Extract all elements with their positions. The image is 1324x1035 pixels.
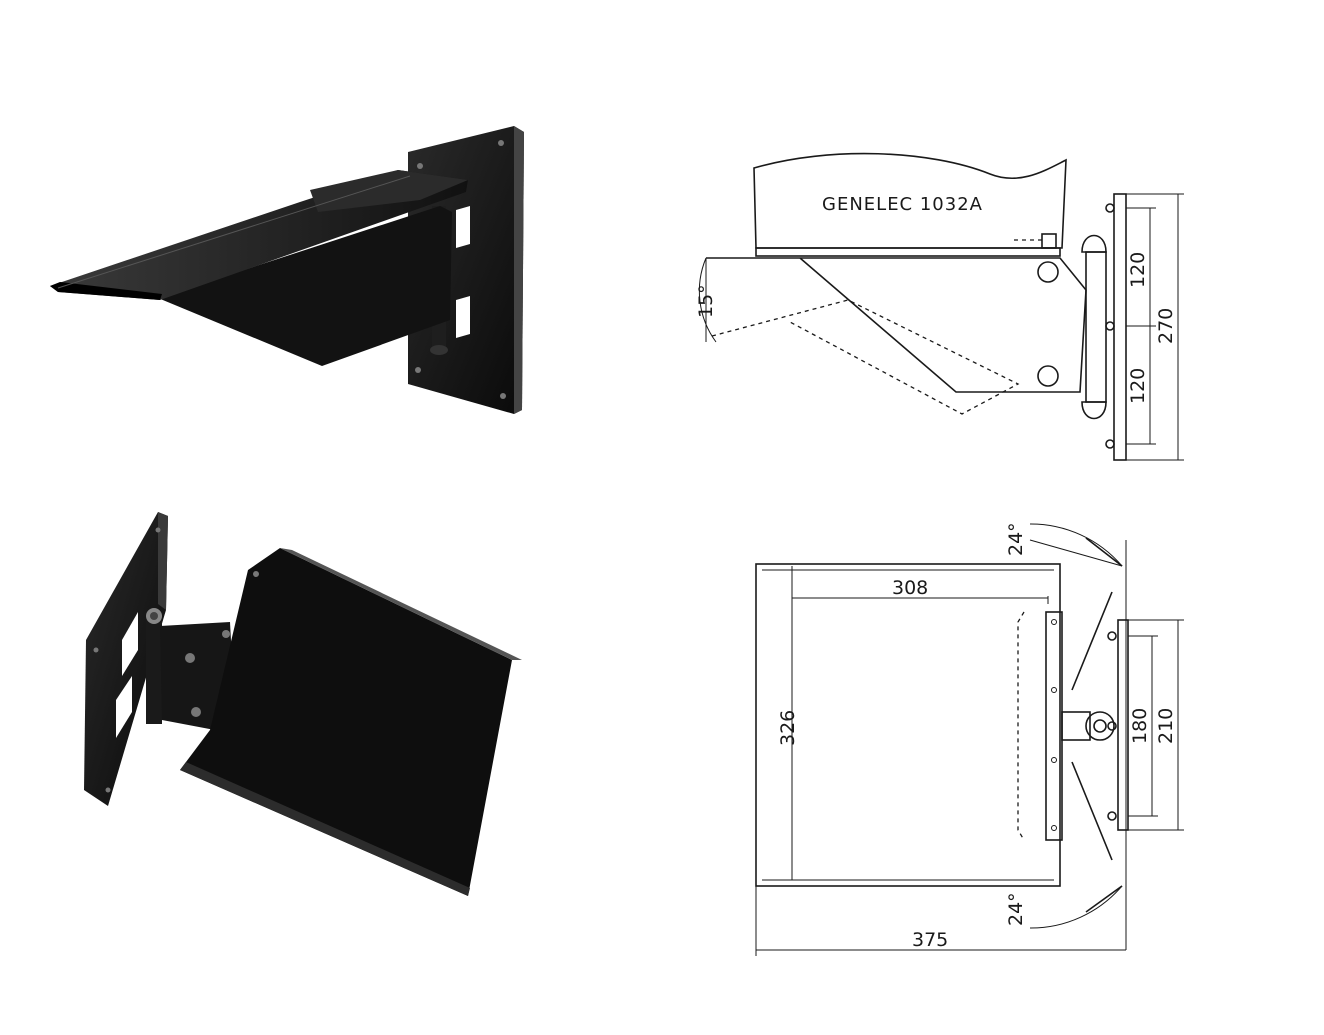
dim-total-label: 270 <box>1155 308 1177 344</box>
bracket-photo-top <box>84 512 522 896</box>
dim-inner-plate-label: 180 <box>1129 708 1151 744</box>
speaker-model-label: GENELEC 1032A <box>822 194 983 215</box>
angle-top-label: 24° <box>1005 522 1027 556</box>
tilt-angle-label: 15° <box>695 284 717 318</box>
dim-upper-label: 120 <box>1127 252 1149 288</box>
angle-bottom-label: 24° <box>1005 892 1027 926</box>
dim-inner-width-label: 308 <box>892 577 928 599</box>
dim-lower-label: 120 <box>1127 368 1149 404</box>
bracket-photo-side <box>50 126 524 414</box>
top-view-drawing: 24° 24° 308 326 375 180 210 <box>755 522 1184 956</box>
dim-overall-label: 375 <box>912 929 948 951</box>
side-view-drawing: GENELEC 1032A 15° 120 120 270 <box>695 152 1184 461</box>
dim-depth-label: 326 <box>777 710 799 746</box>
dim-plate-label: 210 <box>1155 708 1177 744</box>
